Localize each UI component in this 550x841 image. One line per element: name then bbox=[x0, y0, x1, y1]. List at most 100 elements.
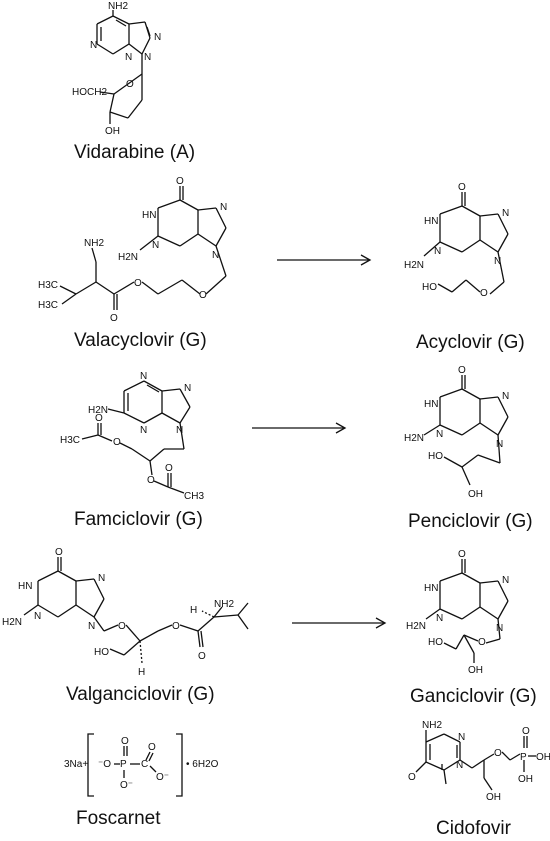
atom-h2n: H2N bbox=[118, 252, 138, 263]
atom-n7: N bbox=[98, 573, 105, 584]
atom-o-lower-c: O bbox=[165, 463, 173, 474]
ganciclovir-label: Ganciclovir (G) bbox=[410, 686, 537, 707]
atom-oh: OH bbox=[468, 665, 483, 676]
atom-o2: O bbox=[148, 742, 156, 753]
atom-n1: N bbox=[456, 760, 463, 771]
cidofovir-label: Cidofovir bbox=[436, 818, 511, 839]
atom-n-ring: N bbox=[140, 425, 147, 436]
atom-n9: N bbox=[496, 623, 503, 634]
atom-h2n: H2N bbox=[2, 617, 22, 628]
foscarnet-structure: 3Na+ P C O O ⁻O O⁻ O⁻ • 6H2O bbox=[60, 730, 240, 800]
atom-n7: N bbox=[154, 32, 161, 43]
vidarabine-label: Vidarabine (A) bbox=[74, 142, 196, 163]
atom-o-ether: O bbox=[478, 637, 486, 648]
atom-n9: N bbox=[176, 425, 183, 436]
cidofovir-structure: NH2 N N O O P O OH OH OH bbox=[400, 718, 550, 818]
atom-hydrate: • 6H2O bbox=[186, 759, 219, 770]
atom-o4: O⁻ bbox=[120, 780, 133, 791]
atom-n1: N bbox=[90, 40, 97, 51]
atom-ho-upper: HO bbox=[428, 451, 443, 462]
atom-n9: N bbox=[88, 621, 95, 632]
atom-o-carbonyl: O bbox=[110, 313, 118, 324]
atom-o1: O bbox=[121, 736, 129, 747]
conversion-arrow-famciclovir bbox=[250, 418, 350, 438]
atom-nh2: NH2 bbox=[422, 720, 442, 731]
atom-h3c-upper: H3C bbox=[60, 435, 80, 446]
atom-o5: O⁻ bbox=[156, 772, 169, 783]
atom-na: 3Na+ bbox=[64, 759, 88, 770]
atom-o-lower-s: O bbox=[147, 475, 155, 486]
atom-hn: HN bbox=[18, 581, 32, 592]
atom-n7: N bbox=[220, 202, 227, 213]
atom-oh-lower: OH bbox=[468, 489, 483, 500]
atom-oh2: OH bbox=[518, 774, 533, 785]
valacyclovir-label: Valacyclovir (G) bbox=[74, 330, 207, 351]
atom-o-carbonyl: O bbox=[198, 651, 206, 662]
atom-ho: HO bbox=[94, 647, 109, 658]
atom-oh1: OH bbox=[536, 752, 550, 763]
atom-ho: HO bbox=[428, 637, 443, 648]
atom-n-ring: N bbox=[458, 732, 465, 743]
atom-n-ring: N bbox=[434, 246, 441, 257]
atom-h3c-bottom: H3C bbox=[38, 300, 58, 311]
atom-hn: HN bbox=[424, 583, 438, 594]
atom-o-keto: O bbox=[458, 182, 466, 193]
atom-p: P bbox=[520, 752, 527, 763]
atom-o-keto: O bbox=[458, 365, 466, 376]
atom-nh2: NH2 bbox=[214, 599, 234, 610]
atom-n7: N bbox=[502, 208, 509, 219]
ganciclovir-structure: O HN N N N H2N HO O OH bbox=[400, 545, 540, 680]
conversion-arrow-valganciclovir bbox=[290, 613, 390, 633]
atom-o-upper-s: O bbox=[113, 437, 121, 448]
conversion-arrow-valacyclovir bbox=[275, 250, 375, 270]
atom-n9: N bbox=[212, 250, 219, 261]
atom-c: C bbox=[141, 759, 148, 770]
atom-h2n: H2N bbox=[406, 621, 426, 632]
atom-oh-side: OH bbox=[486, 792, 501, 803]
atom-o-ester: O bbox=[134, 278, 142, 289]
atom-o-ether: O bbox=[480, 288, 488, 299]
atom-n3: N bbox=[125, 52, 132, 63]
valganciclovir-structure: O HN N N N H2N O NH2 H HO H O O bbox=[0, 545, 270, 680]
atom-p: P bbox=[120, 759, 127, 770]
atom-o-ether: O bbox=[199, 290, 207, 301]
acyclovir-structure: O HN N N N H2N HO O bbox=[400, 172, 540, 322]
vidarabine-structure: NH2 N N N N O HOCH2 OH bbox=[70, 0, 180, 140]
atom-ch3-lower: CH3 bbox=[184, 491, 204, 502]
atom-h-alpha: H bbox=[190, 605, 197, 616]
atom-hn: HN bbox=[424, 216, 438, 227]
valganciclovir-label: Valganciclovir (G) bbox=[66, 684, 215, 705]
valacyclovir-structure: O HN N N N H2N NH2 H3C H3C O O O bbox=[30, 172, 260, 324]
penciclovir-label: Penciclovir (G) bbox=[408, 511, 533, 532]
atom-hn: HN bbox=[142, 210, 156, 221]
atom-oh: OH bbox=[105, 126, 120, 137]
atom-o-ring: O bbox=[126, 79, 134, 90]
atom-nh2: NH2 bbox=[108, 1, 128, 12]
atom-o-p: O bbox=[522, 726, 530, 737]
atom-h3c-top: H3C bbox=[38, 280, 58, 291]
atom-n9: N bbox=[494, 256, 501, 267]
penciclovir-structure: O HN N N N H2N HO OH bbox=[400, 355, 540, 505]
atom-n7: N bbox=[502, 575, 509, 586]
atom-n-ring: N bbox=[34, 611, 41, 622]
famciclovir-structure: N N N N H2N H3C O O O O CH3 bbox=[40, 365, 230, 505]
atom-n-top: N bbox=[140, 371, 147, 382]
atom-o-ether: O bbox=[494, 748, 502, 759]
atom-n-ring: N bbox=[436, 429, 443, 440]
atom-n9: N bbox=[496, 439, 503, 450]
atom-o-keto: O bbox=[458, 549, 466, 560]
atom-o-keto: O bbox=[408, 772, 416, 783]
atom-o-ester: O bbox=[172, 621, 180, 632]
acyclovir-label: Acyclovir (G) bbox=[416, 332, 525, 353]
atom-n7: N bbox=[184, 383, 191, 394]
atom-hn: HN bbox=[424, 399, 438, 410]
atom-h-stereo: H bbox=[138, 667, 145, 678]
atom-o3: ⁻O bbox=[98, 759, 111, 770]
foscarnet-label: Foscarnet bbox=[76, 808, 161, 829]
atom-o-keto: O bbox=[55, 547, 63, 558]
atom-n-ring: N bbox=[436, 613, 443, 624]
atom-hoch2: HOCH2 bbox=[72, 87, 107, 98]
atom-ho: HO bbox=[422, 282, 437, 293]
atom-nh2: NH2 bbox=[84, 238, 104, 249]
famciclovir-label: Famciclovir (G) bbox=[74, 509, 203, 530]
